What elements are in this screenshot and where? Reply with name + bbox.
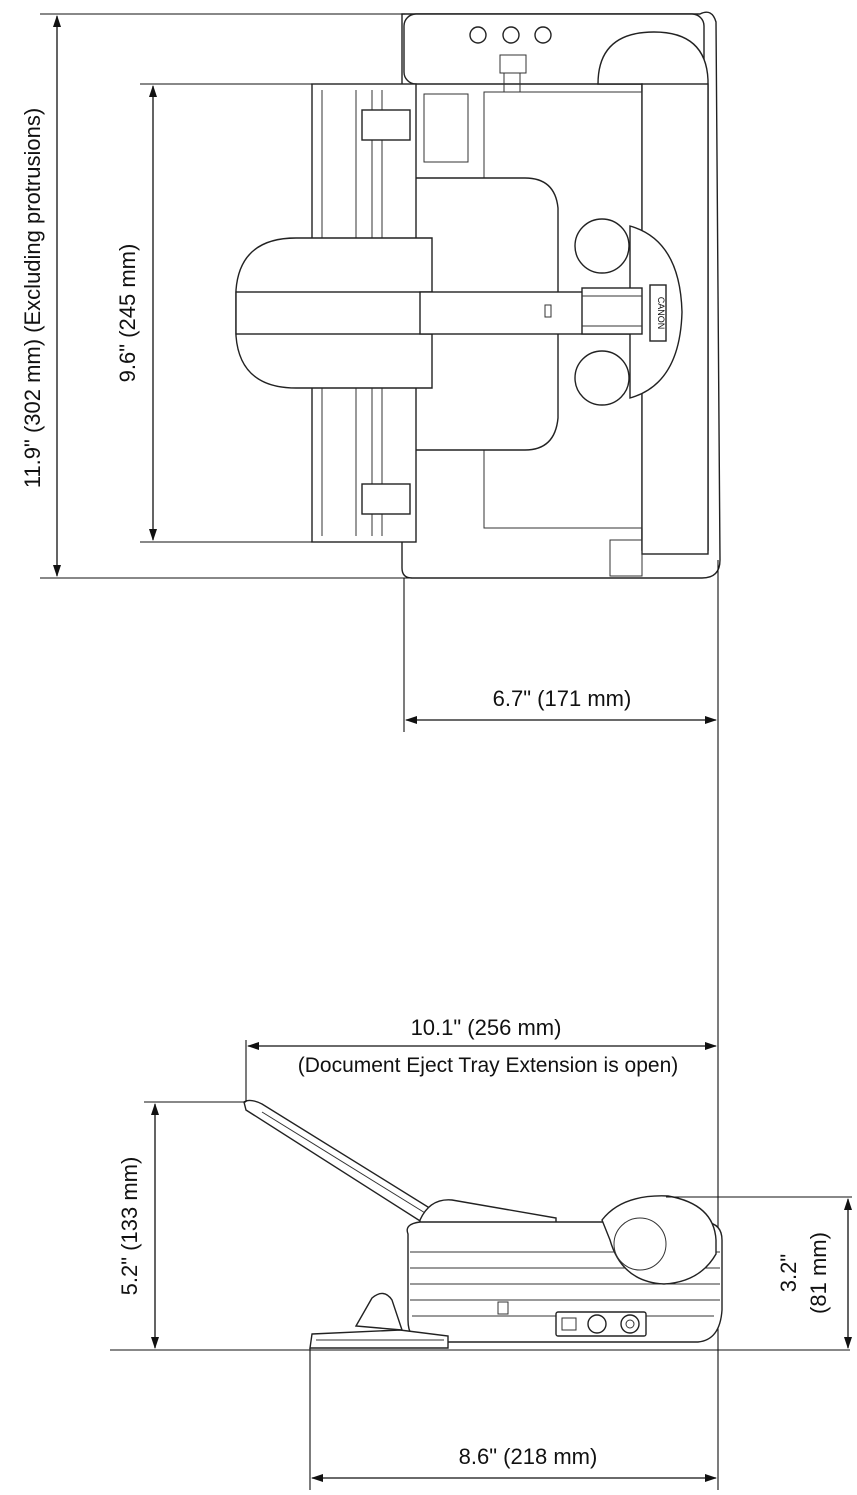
dim-label-length-base: 8.6" (218 mm) — [459, 1444, 598, 1469]
top-view-dimensions — [40, 13, 719, 1490]
side-view-paper-guide — [354, 1292, 404, 1331]
dim-label-width: 6.7" (171 mm) — [493, 686, 632, 711]
dim-label-depth-total: 11.9" (302 mm) (Excluding protrusions) — [20, 108, 45, 488]
port-circle-2 — [620, 1314, 640, 1334]
port-circle-1 — [587, 1314, 607, 1334]
indicator-circle-3 — [534, 26, 552, 44]
roller-bottom — [574, 350, 630, 406]
dim-label-depth-tray: 9.6" (245 mm) — [115, 244, 140, 383]
dim-label-height-body-line1: 3.2" — [776, 1254, 801, 1292]
tray-guide-top — [361, 109, 411, 141]
logo-plate — [649, 284, 667, 342]
indicator-circle-2 — [502, 26, 520, 44]
side-view-feed-tray — [309, 1329, 449, 1349]
eject-arm-center-bar — [235, 291, 433, 335]
connector-block — [499, 54, 527, 74]
dim-label-height-body-line2: (81 mm) — [806, 1232, 831, 1314]
dim-label-length-open-note: (Document Eject Tray Extension is open) — [298, 1054, 679, 1077]
side-view-scanner — [243, 1099, 723, 1349]
dim-label-height-total: 5.2" (133 mm) — [117, 1157, 142, 1296]
device-logo: CANON — [656, 297, 666, 330]
indicator-circle-1 — [469, 26, 487, 44]
side-view-dimensions — [110, 1040, 852, 1490]
tray-guide-bottom — [361, 483, 411, 515]
dim-label-length-open: 10.1" (256 mm) — [411, 1015, 562, 1040]
side-view-roller — [601, 1195, 717, 1285]
top-view-scanner: CANON — [235, 11, 721, 579]
roller-top — [574, 218, 630, 274]
feed-gate — [581, 287, 643, 335]
